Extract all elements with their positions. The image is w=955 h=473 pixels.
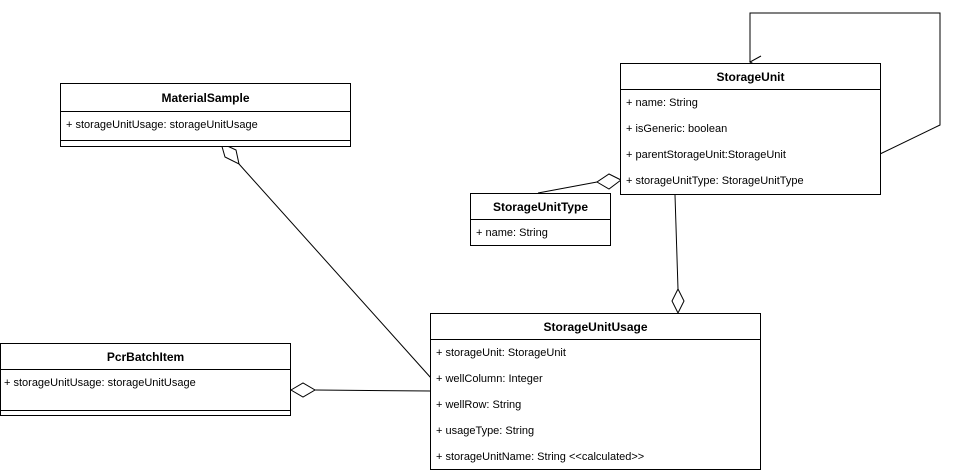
- attribute: + wellRow: String: [436, 399, 522, 411]
- attribute: + usageType: String: [436, 425, 535, 437]
- attribute: + name: String: [626, 97, 698, 109]
- attribute: + wellColumn: Integer: [436, 373, 543, 385]
- class-material-sample[interactable]: MaterialSample + storageUnitUsage: stora…: [60, 83, 351, 147]
- attribute: + storageUnitUsage: storageUnitUsage: [66, 119, 258, 131]
- attribute: + storageUnitUsage: storageUnitUsage: [4, 377, 196, 389]
- class-storage-unit[interactable]: StorageUnit + name: String + isGeneric: …: [620, 63, 881, 195]
- class-operations: [1, 410, 290, 415]
- class-storage-unit-usage[interactable]: StorageUnitUsage + storageUnit: StorageU…: [430, 313, 761, 470]
- class-attributes: + name: String: [471, 220, 610, 246]
- class-attributes: + storageUnit: StorageUnit + wellColumn:…: [431, 340, 760, 470]
- class-title: MaterialSample: [61, 84, 350, 112]
- attribute: + name: String: [476, 227, 548, 239]
- attribute: + storageUnitName: String <<calculated>>: [436, 451, 645, 463]
- class-attributes: + name: String + isGeneric: boolean + pa…: [621, 90, 880, 194]
- class-attributes: + storageUnitUsage: storageUnitUsage: [61, 112, 350, 140]
- aggregation-diamond-storage-unit-type: [596, 173, 622, 190]
- class-title: StorageUnitUsage: [431, 314, 760, 340]
- class-attributes: + storageUnitUsage: storageUnitUsage: [1, 370, 290, 410]
- attribute: + storageUnit: StorageUnit: [436, 347, 566, 359]
- aggregation-diamond-storage-unit-usage: [671, 287, 685, 315]
- connector-usage-to-pcr-batch-item: [314, 389, 432, 392]
- connector-storage-unit-to-usage: [674, 194, 679, 290]
- connector-usage-to-material-sample: [238, 163, 432, 379]
- attribute: + isGeneric: boolean: [626, 123, 728, 135]
- connector-storage-unit-type-to-storage-unit: [537, 181, 598, 194]
- aggregation-diamond-pcr-batch-item: [290, 382, 316, 398]
- attribute: + parentStorageUnit:StorageUnit: [626, 149, 786, 161]
- class-pcr-batch-item[interactable]: PcrBatchItem + storageUnitUsage: storage…: [0, 343, 291, 416]
- self-association-storage-unit: [748, 12, 941, 155]
- class-title: PcrBatchItem: [1, 344, 290, 370]
- class-title: StorageUnitType: [471, 194, 610, 220]
- class-operations: [61, 140, 350, 146]
- attribute: + storageUnitType: StorageUnitType: [626, 175, 804, 187]
- class-storage-unit-type[interactable]: StorageUnitType + name: String: [470, 193, 611, 246]
- aggregation-diamond-material-sample: [220, 142, 240, 165]
- class-title: StorageUnit: [621, 64, 880, 90]
